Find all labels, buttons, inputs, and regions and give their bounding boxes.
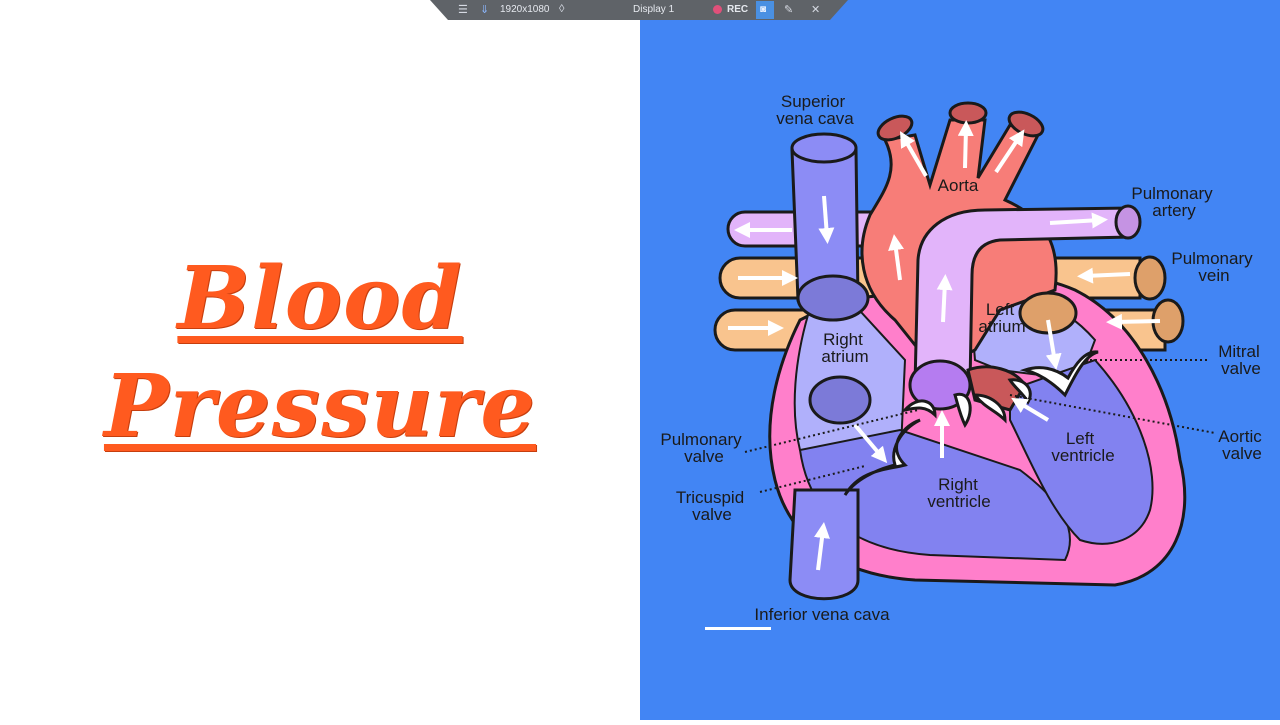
pulmonary-valve-flap-2	[953, 392, 972, 428]
label-tricuspid-valve-2: valve	[692, 505, 732, 524]
label-leaders	[744, 359, 1216, 493]
display-selector[interactable]: Display 1	[633, 4, 675, 15]
pulmonary-vein-opening	[1018, 291, 1078, 335]
label-left-atrium-2: atrium	[978, 317, 1025, 336]
label-pulmonary-valve-1: Pulmonary	[660, 430, 742, 449]
label-inferior-vena-cava: Inferior vena cava	[754, 605, 890, 624]
pulmonary-trunk	[913, 206, 1132, 387]
close-icon[interactable]: ✕	[811, 4, 821, 16]
label-pulmonary-valve-2: valve	[684, 447, 724, 466]
label-mitral-valve-1: Mitral	[1218, 342, 1260, 361]
vena-cava-junction	[796, 274, 870, 322]
label-mitral-valve-2: valve	[1221, 359, 1261, 378]
label-pulmonary-vein-1: Pulmonary	[1171, 249, 1253, 268]
label-right-atrium-1: Right	[823, 330, 863, 349]
label-underline-bar	[705, 627, 771, 630]
resolution-readout: 1920x1080	[500, 4, 550, 15]
label-aortic-valve-2: valve	[1222, 444, 1262, 463]
label-aorta: Aorta	[938, 176, 979, 195]
superior-vena-cava-opening	[790, 132, 858, 164]
diagram-panel: Superior vena cava Aorta Pulmonary arter…	[640, 0, 1280, 720]
inferior-vena-cava-vessel	[788, 488, 860, 601]
left-ventricle-chamber	[1009, 358, 1154, 545]
label-left-atrium-1: Left	[986, 300, 1015, 319]
inferior-vena-cava-opening	[808, 375, 872, 425]
label-aortic-valve-1: Aortic	[1218, 427, 1262, 446]
pulmonary-artery-end	[1114, 204, 1142, 240]
camera-button[interactable]: ◙	[756, 1, 774, 19]
pencil-icon[interactable]: ✎	[784, 4, 794, 16]
label-tricuspid-valve-1: Tricuspid	[676, 488, 744, 507]
label-superior-vena-cava-1: Superior	[781, 92, 846, 111]
pin-icon[interactable]: ⇓	[480, 4, 490, 16]
camera-icon: ◙	[760, 4, 767, 15]
label-superior-vena-cava-2: vena cava	[776, 109, 854, 128]
label-right-ventricle-1: Right	[938, 475, 978, 494]
mitral-valve-flap	[1019, 350, 1099, 398]
pulmonary-vein-end-1	[1133, 255, 1167, 301]
label-pulmonary-vein-2: vein	[1198, 266, 1229, 285]
menu-icon[interactable]: ☰	[458, 4, 468, 16]
heart-diagram: Superior vena cava Aorta Pulmonary arter…	[660, 92, 1262, 630]
title-line-2: Pressure	[103, 356, 537, 457]
title-line-1: Blood	[177, 248, 463, 349]
toolbar-background	[430, 0, 848, 20]
label-right-atrium-2: atrium	[821, 347, 868, 366]
drop-icon[interactable]: ◊	[559, 3, 565, 15]
aortic-valve-flap-1	[971, 393, 1007, 424]
record-button[interactable]: REC	[727, 4, 749, 15]
label-pulmonary-artery-1: Pulmonary	[1131, 184, 1213, 203]
recording-toolbar: ☰ ⇓ 1920x1080 ◊ Display 1 REC ◙ ✎ ✕	[430, 0, 848, 20]
tricuspid-valve-flap	[843, 418, 921, 496]
label-right-ventricle-2: ventricle	[927, 492, 990, 511]
title-panel: Blood Pressure	[0, 0, 640, 720]
label-left-ventricle-2: ventricle	[1051, 446, 1114, 465]
label-left-ventricle-1: Left	[1066, 429, 1095, 448]
label-pulmonary-artery-2: artery	[1152, 201, 1196, 220]
aorta-branch-2	[948, 101, 988, 125]
record-dot-icon[interactable]	[713, 5, 722, 14]
blood-flow-arrows	[728, 120, 1161, 571]
